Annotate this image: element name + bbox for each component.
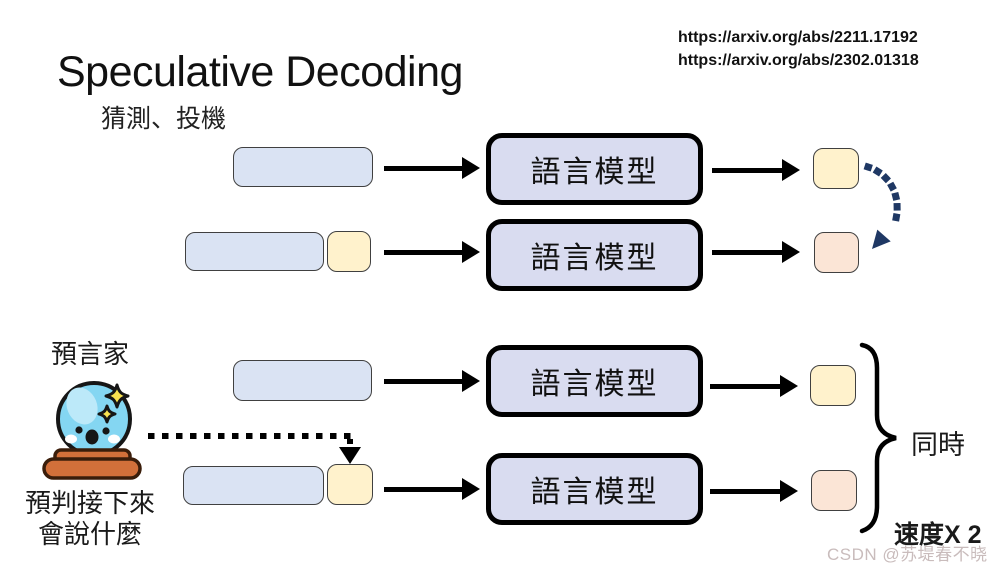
page-subtitle: 猜測、投機 [101, 105, 227, 133]
row4-model-label: 語言模型 [530, 476, 659, 509]
row1-model-label: 語言模型 [530, 156, 659, 189]
row1-output-token-box [813, 148, 859, 189]
row4-context-box [183, 466, 324, 505]
row2-guess-token-box [327, 231, 371, 272]
simultaneous-label: 同時 [911, 430, 965, 460]
dotted-guess-arrow-icon [148, 433, 361, 464]
watermark: CSDN @苏堤春不晓 [827, 545, 988, 564]
arxiv-link-2: https://arxiv.org/abs/2302.01318 [678, 52, 919, 69]
arrow-row3-input-icon [384, 370, 480, 392]
row3-output-token-box [810, 365, 856, 406]
reference-links: https://arxiv.org/abs/2211.17192 https:/… [678, 26, 919, 72]
arrow-row2-input-icon [384, 241, 480, 263]
prophet-label: 預言家 [50, 339, 129, 369]
arrow-row1-output-icon [712, 159, 808, 181]
row2-context-box [185, 232, 324, 271]
prophet-caption: 預判接下來 會說什麼 [10, 488, 170, 550]
arrow-row4-input-icon [384, 478, 480, 500]
row3-language-model-box: 語言模型 [486, 345, 703, 417]
sparkle-small-icon [97, 404, 117, 424]
arrow-row2-output-icon [712, 241, 808, 263]
arrow-row1-input-icon [384, 157, 480, 179]
prophet-caption-line1: 預判接下來 [24, 488, 155, 518]
sparkle-icon [104, 383, 130, 409]
brace-icon [859, 342, 897, 534]
page-title: Speculative Decoding [57, 48, 463, 96]
row4-language-model-box: 語言模型 [486, 453, 703, 525]
row3-context-box [233, 360, 372, 401]
prophet-caption-line2: 會說什麼 [37, 519, 142, 549]
speed-label: 速度X 2 [894, 521, 982, 549]
row2-model-label: 語言模型 [530, 242, 659, 275]
arrow-row4-output-icon [710, 480, 806, 502]
row4-guess-token-box [327, 464, 373, 505]
row2-output-token-box [814, 232, 859, 273]
row4-output-token-box [811, 470, 857, 511]
arrow-row3-output-icon [710, 375, 806, 397]
row1-language-model-box: 語言模型 [486, 133, 703, 205]
row1-context-box [233, 147, 373, 187]
crystal-ball-icon [42, 381, 142, 480]
row2-language-model-box: 語言模型 [486, 219, 703, 291]
arxiv-link-1: https://arxiv.org/abs/2211.17192 [678, 29, 918, 46]
row3-model-label: 語言模型 [530, 368, 659, 401]
feedback-arrow-icon [863, 162, 901, 249]
